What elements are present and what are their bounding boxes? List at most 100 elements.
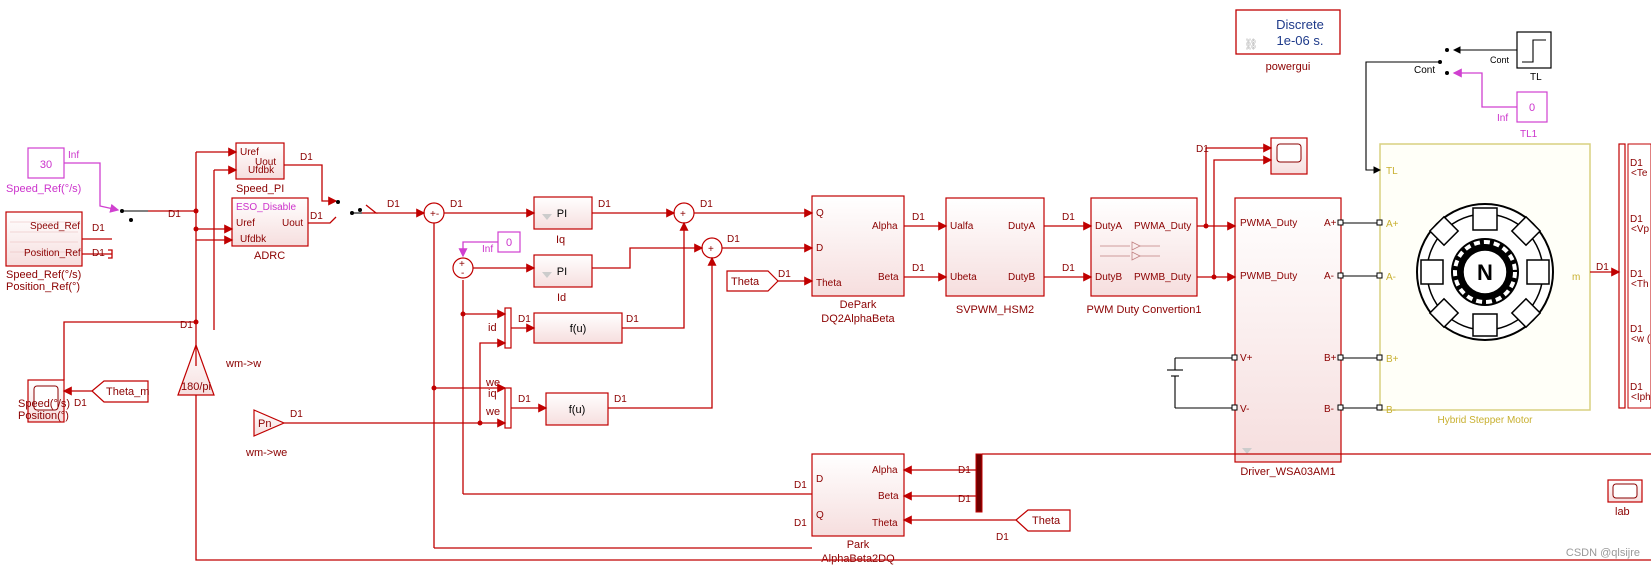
pwm-duty-conversion[interactable]: DutyA DutyB PWMA_Duty PWMB_Duty PWM Duty…	[1087, 197, 1202, 316]
hybrid-stepper-motor[interactable]: TL A+ A- B+ B- m N Hybrid Stepper Mo	[1379, 143, 1591, 426]
svg-text:D1: D1	[450, 199, 463, 210]
duty-scope[interactable]	[1270, 137, 1308, 175]
goto-theta[interactable]: Theta	[726, 270, 779, 292]
bus-l3: <Th	[1631, 279, 1649, 290]
driver-out1: A+	[1324, 218, 1337, 229]
sum-id-error[interactable]: + -	[452, 257, 474, 279]
svpwm-block[interactable]: Ualfa Ubeta DutyA DutyB SVPWM_HSM2	[945, 197, 1045, 316]
mux-2[interactable]: iq we	[485, 387, 512, 429]
bus-l1: <Te	[1631, 168, 1648, 179]
port-speed-ref: Speed_Ref	[30, 221, 80, 232]
mux2-in1: iq	[488, 388, 497, 400]
from-theta[interactable]: Theta	[1015, 509, 1071, 532]
mux1-in2: we	[485, 377, 500, 389]
driver-in3: V+	[1240, 353, 1253, 364]
reference-subsystem[interactable]: Speed_Ref Position_Ref Speed_Ref(°/s) Po…	[5, 211, 83, 293]
motor-tl: TL	[1386, 166, 1398, 177]
step-tl-name: TL	[1530, 72, 1542, 83]
pi-id-block[interactable]: PI Id	[533, 254, 593, 304]
gain-180-pi[interactable]: 180/pi wm->w	[177, 343, 261, 396]
pi-iq-name: Iq	[556, 234, 565, 246]
demux[interactable]	[975, 453, 983, 513]
depark-block[interactable]: Q D Theta Alpha Beta DePark DQ2AlphaBeta	[811, 195, 905, 325]
fcn-2[interactable]: f(u)	[545, 392, 609, 426]
sum-speed-error[interactable]: +-	[423, 202, 445, 224]
id-ref-constant[interactable]: 0 Inf	[482, 231, 521, 255]
sum-q[interactable]: +	[673, 202, 695, 224]
svg-text:D1: D1	[1062, 263, 1075, 274]
id-ref-sig: Inf	[482, 244, 493, 255]
svg-text:D1: D1	[794, 480, 807, 491]
bus-selector[interactable]: <Te <Vp <Th <w ( <Iph	[1618, 143, 1651, 409]
pwm-name: PWM Duty Convertion1	[1087, 304, 1202, 316]
svpwm-name: SVPWM_HSM2	[956, 304, 1034, 316]
driver-out4: B-	[1324, 404, 1334, 415]
svg-text:D1: D1	[1596, 262, 1609, 273]
lab-name: lab	[1615, 506, 1630, 518]
svg-text:D1: D1	[1630, 158, 1643, 169]
adrc-in2: Ufdbk	[240, 234, 267, 245]
from-theta-m[interactable]: Theta_m	[91, 380, 149, 403]
powergui-line2: 1e-06 s.	[1277, 33, 1324, 48]
svg-text:D1: D1	[168, 209, 181, 220]
scope-name2: Position(°)	[18, 410, 69, 422]
depark-q: Q	[816, 208, 824, 219]
svg-text:D1: D1	[1630, 382, 1643, 393]
svg-text:D1: D1	[912, 212, 925, 223]
link-icon: ⛓	[1244, 38, 1258, 51]
scope-name1: Speed(°/s)	[18, 398, 70, 410]
lab-scope[interactable]: lab	[1607, 479, 1643, 518]
speed-pi-out: Uout	[255, 157, 276, 168]
tl1-sig: Inf	[1497, 113, 1508, 124]
driver-in2: PWMB_Duty	[1240, 271, 1297, 282]
driver-name: Driver_WSA03AM1	[1240, 466, 1335, 478]
svpwm-in1: Ualfa	[950, 221, 974, 232]
pi-iq-block[interactable]: PI Iq	[533, 196, 593, 246]
dc-source[interactable]	[1167, 357, 1233, 409]
pwm-in1: DutyA	[1095, 221, 1123, 232]
svg-text:D1: D1	[598, 199, 611, 210]
svg-text:D1: D1	[1630, 269, 1643, 280]
speed-pi-block[interactable]: Uref Ufdbk Uout Speed_PI	[235, 142, 285, 195]
speed-ref-value: 30	[40, 159, 52, 171]
gain-pn-name: wm->we	[245, 447, 287, 459]
adrc-in1: Uref	[236, 218, 255, 229]
park-alpha: Alpha	[872, 465, 898, 476]
speed-position-scope[interactable]: Speed(°/s) Position(°)	[18, 379, 70, 423]
park-name2: AlphaBeta2DQ	[821, 553, 895, 565]
const-tl1[interactable]: 0 Inf TL1	[1497, 91, 1548, 140]
bus-l5: <Iph	[1631, 392, 1651, 403]
speed-ref-constant[interactable]: 30 Inf Speed_Ref(°/s)	[6, 147, 81, 195]
id-ref-value: 0	[506, 237, 512, 249]
svg-text:D1: D1	[300, 152, 313, 163]
gain-180-label: 180/pi	[181, 381, 211, 393]
park-q: Q	[816, 510, 824, 521]
motor-p1: A+	[1386, 219, 1399, 230]
step-tl[interactable]: Cont TL	[1490, 31, 1552, 83]
adrc-block[interactable]: ESO_Disable Uref Ufdbk Uout ADRC	[231, 197, 309, 262]
goto-theta-label: Theta	[731, 276, 760, 288]
park-block[interactable]: Alpha Beta Theta D Q Park AlphaBeta2DQ	[811, 453, 905, 565]
svg-text:D1: D1	[958, 494, 971, 505]
mux-1[interactable]: id we	[485, 307, 512, 389]
svg-text:D1: D1	[996, 532, 1009, 543]
svg-text:D1: D1	[290, 409, 303, 420]
driver-block[interactable]: PWMA_Duty PWMB_Duty V+ V- A+ A- B+ B- Dr…	[1234, 197, 1342, 478]
switch-cont-label: Cont	[1414, 65, 1435, 76]
driver-in4: V-	[1240, 404, 1249, 415]
depark-alpha: Alpha	[872, 221, 898, 232]
fcn-1[interactable]: f(u)	[533, 312, 623, 344]
gain-180-name: wm->w	[225, 358, 261, 370]
svg-text:D1: D1	[794, 518, 807, 529]
gain-pn[interactable]: Pn wm->we	[245, 409, 287, 459]
speed-pi-name: Speed_PI	[236, 183, 284, 195]
svg-text:+: +	[459, 259, 465, 270]
powergui-block[interactable]: Discrete 1e-06 s. ⛓ powergui	[1235, 9, 1341, 73]
depark-d: D	[816, 243, 823, 254]
ref-sub-name1: Speed_Ref(°/s)	[6, 269, 81, 281]
sum-d[interactable]: +	[701, 237, 723, 259]
pi-id-label: PI	[557, 266, 567, 278]
driver-in1: PWMA_Duty	[1240, 218, 1297, 229]
adrc-eso: ESO_Disable	[236, 202, 296, 213]
